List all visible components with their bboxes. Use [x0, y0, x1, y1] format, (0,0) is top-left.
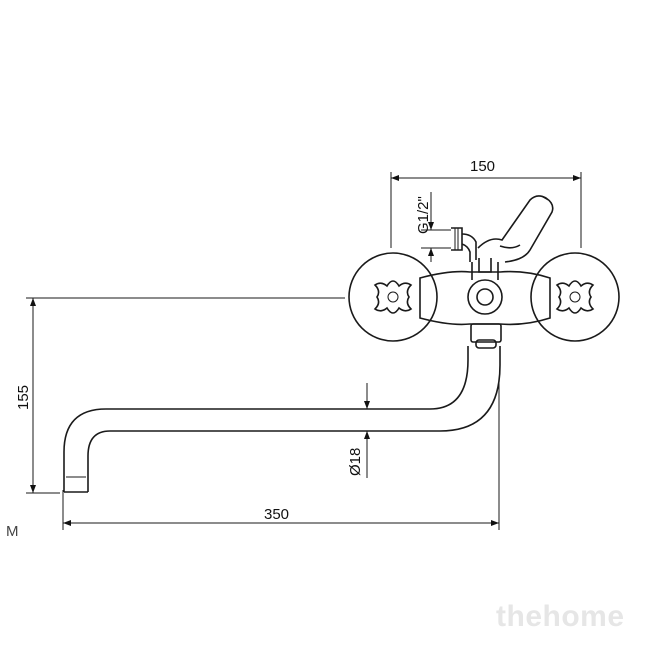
dimension-diameter: Ø18 [347, 383, 370, 478]
mixer-body [419, 195, 554, 326]
watermark: thehome [496, 600, 625, 633]
dimension-height: 155 [15, 297, 345, 494]
diameter-label: Ø18 [347, 448, 364, 476]
right-handle [530, 252, 620, 342]
height-label: 155 [15, 385, 32, 410]
width-label: 150 [470, 158, 495, 175]
left-handle [348, 252, 438, 342]
dimension-width: 150 [390, 158, 582, 248]
dimension-length: 350 [62, 380, 500, 530]
dimension-thread: G1/2" [415, 192, 451, 262]
length-label: 350 [264, 506, 289, 523]
thread-label: G1/2" [415, 196, 432, 234]
spout [63, 323, 502, 493]
corner-mark: M [6, 523, 19, 540]
